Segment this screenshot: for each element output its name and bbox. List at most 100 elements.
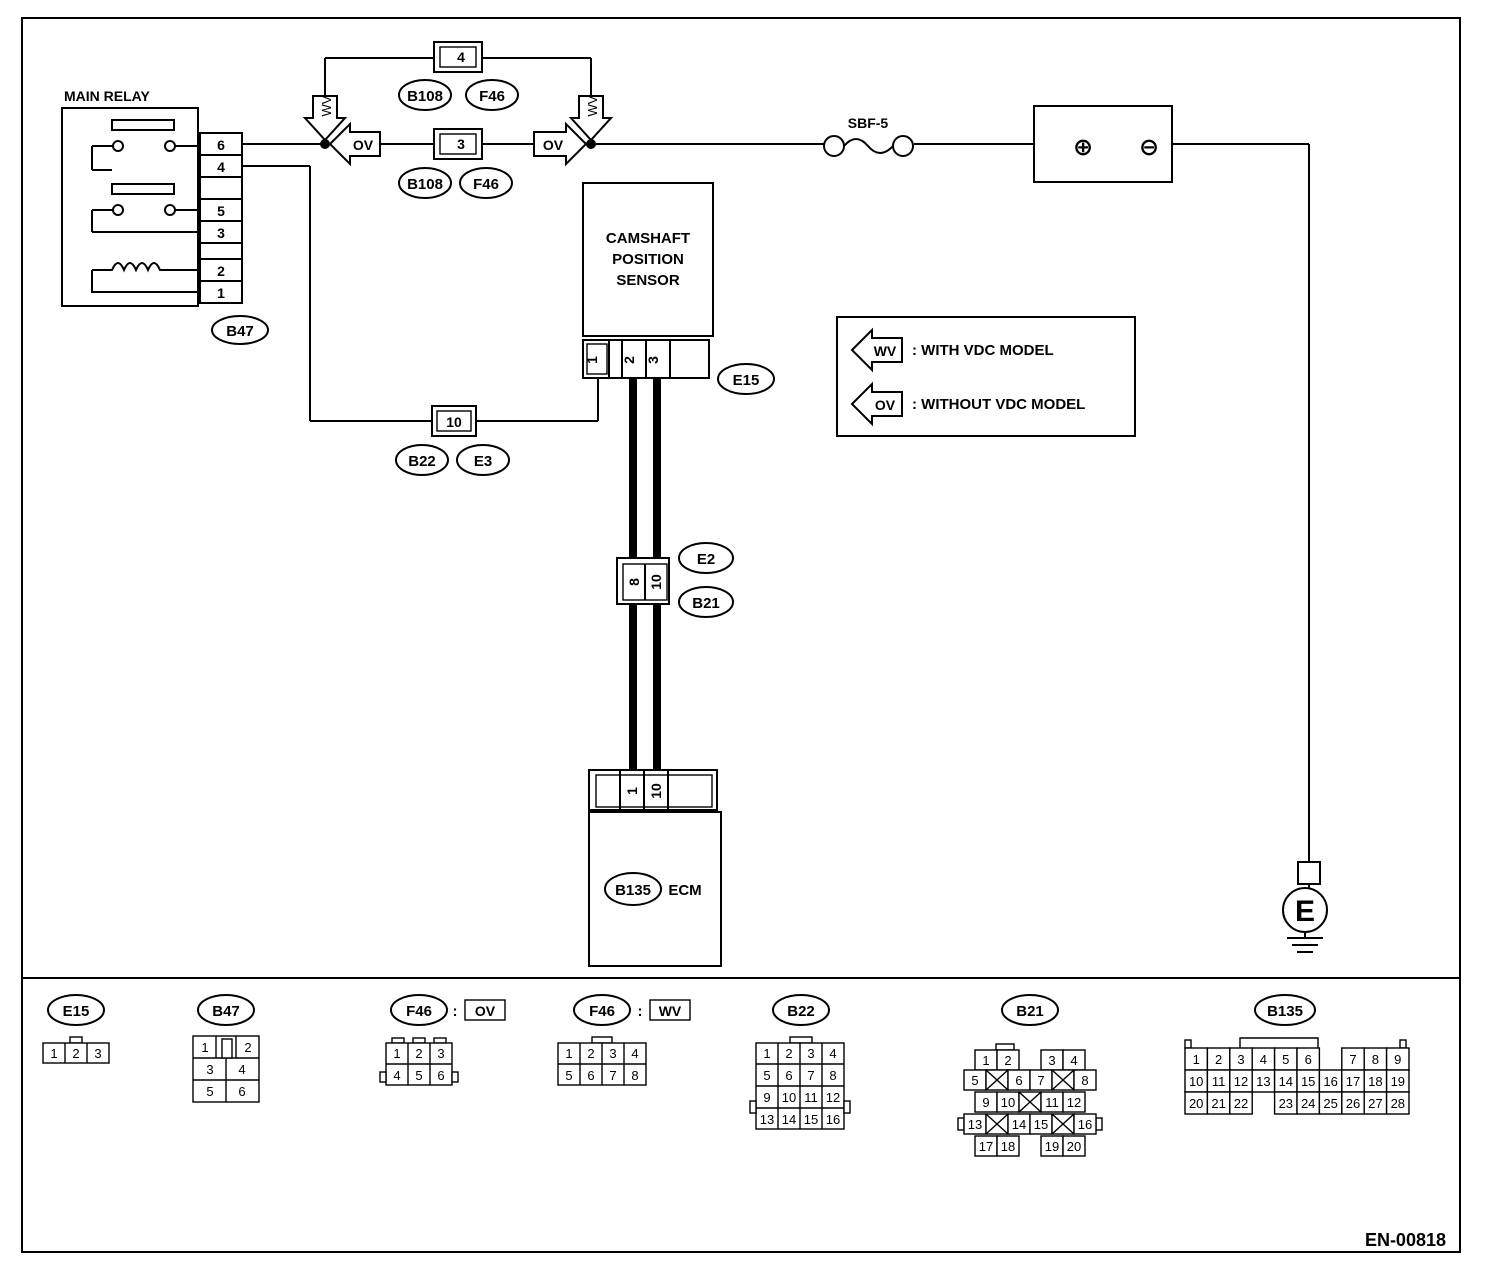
- power-wires: [242, 57, 1310, 862]
- connector-view-b47: B47 1 2 3 4 5 6: [192, 994, 260, 1103]
- wv-tag-left: WV: [319, 95, 334, 116]
- pin: 28: [1391, 1096, 1405, 1111]
- ecm-terminal-1: 1: [624, 787, 640, 795]
- pin: 17: [1346, 1074, 1360, 1089]
- shielded-harness: [629, 378, 661, 770]
- pin: 6: [437, 1068, 444, 1083]
- pin: 10: [782, 1090, 796, 1105]
- pin: 20: [1067, 1139, 1081, 1154]
- pin: 4: [1260, 1052, 1267, 1067]
- ov-arrow-right: OV: [533, 121, 588, 167]
- pin: 7: [609, 1068, 616, 1083]
- ecm-label: ECM: [668, 882, 701, 899]
- ov-tag-right: OV: [543, 137, 564, 153]
- ov-arrow-left: OV: [328, 121, 381, 167]
- pin: 1: [565, 1046, 572, 1061]
- legend-wv-tag: WV: [874, 343, 897, 359]
- relay-terminal-1: 1: [217, 285, 225, 301]
- joint-10-terminal: 10: [446, 414, 462, 430]
- main-relay: MAIN RELAY 6 4 5 3 2 1: [61, 88, 269, 345]
- pin: 16: [1078, 1117, 1092, 1132]
- pin: 8: [829, 1068, 836, 1083]
- connector-b135-title: B135: [1267, 1003, 1303, 1020]
- connector-f46-wv-tag: WV: [659, 1003, 682, 1019]
- sensor-terminal-3: 3: [645, 356, 661, 364]
- pin: 12: [826, 1090, 840, 1105]
- connector-view-f46-ov: F46 : OV 1 2 3 4 5 6: [379, 994, 506, 1086]
- svg-text::: :: [638, 1003, 643, 1020]
- pin: 20: [1189, 1096, 1203, 1111]
- pin: 26: [1346, 1096, 1360, 1111]
- pin: 4: [393, 1068, 400, 1083]
- pin: 5: [415, 1068, 422, 1083]
- pin: 25: [1323, 1096, 1337, 1111]
- relay-terminal-5: 5: [217, 203, 225, 219]
- pin: 1: [1193, 1052, 1200, 1067]
- sensor-terminal-2: 2: [621, 356, 637, 364]
- pin: 3: [1048, 1053, 1055, 1068]
- joint-4-badge-f46: F46: [479, 88, 505, 105]
- joint-e2-terminal-8: 8: [626, 578, 642, 586]
- joint-3-terminal: 3: [457, 136, 465, 152]
- wv-arrow-right: WV: [568, 95, 614, 142]
- joint-e2-badge: E2: [697, 551, 715, 568]
- pin: 1: [50, 1046, 57, 1061]
- main-relay-title: MAIN RELAY: [64, 88, 150, 104]
- pin: 8: [631, 1068, 638, 1083]
- pin: 6: [238, 1084, 245, 1099]
- pin: 13: [1256, 1074, 1270, 1089]
- figure-code: EN-00818: [1365, 1230, 1446, 1250]
- sensor-label-line1: CAMSHAFT: [606, 230, 690, 247]
- pin: 12: [1067, 1095, 1081, 1110]
- pin: 2: [244, 1040, 251, 1055]
- pin: 5: [763, 1068, 770, 1083]
- ground-label: E: [1295, 895, 1315, 928]
- pin: 6: [587, 1068, 594, 1083]
- joint-10-badge-e3: E3: [474, 453, 492, 470]
- pin: 3: [807, 1046, 814, 1061]
- battery-plus-icon: ⊕: [1073, 134, 1093, 161]
- pin: 4: [1070, 1053, 1077, 1068]
- ecm-connector-badge: B135: [615, 882, 651, 899]
- legend-ov-tag: OV: [875, 397, 896, 413]
- connector-view-f46-wv: F46 : WV 1 2 3 4 5 6 7 8: [557, 994, 691, 1086]
- pin: 4: [238, 1062, 245, 1077]
- pin: 1: [393, 1046, 400, 1061]
- pin: 2: [785, 1046, 792, 1061]
- pin: 5: [206, 1084, 213, 1099]
- relay-terminal-4: 4: [217, 159, 225, 175]
- fuse-label: SBF-5: [848, 115, 889, 131]
- pin: 5: [565, 1068, 572, 1083]
- pin: 6: [785, 1068, 792, 1083]
- connector-b22-title: B22: [787, 1003, 815, 1020]
- pin: 1: [982, 1053, 989, 1068]
- pin: 11: [1212, 1074, 1226, 1089]
- ecm-terminal-10: 10: [648, 783, 664, 799]
- pin: 6: [1305, 1052, 1312, 1067]
- pin: 1: [201, 1040, 208, 1055]
- joint-b21-badge: B21: [692, 595, 720, 612]
- pin: 15: [1301, 1074, 1315, 1089]
- pin: 9: [1394, 1052, 1401, 1067]
- pin: 1: [763, 1046, 770, 1061]
- pin: 9: [982, 1095, 989, 1110]
- relay-terminal-2: 2: [217, 263, 225, 279]
- pin: 9: [763, 1090, 770, 1105]
- ov-tag-left: OV: [353, 137, 374, 153]
- pin: 2: [415, 1046, 422, 1061]
- battery: ⊕ ⊖: [1033, 105, 1173, 183]
- wv-arrow-left: WV: [302, 95, 348, 142]
- pin: 3: [206, 1062, 213, 1077]
- relay-terminal-3: 3: [217, 225, 225, 241]
- pin: 3: [609, 1046, 616, 1061]
- joint-e2-b21: 8 10 E2 B21: [616, 542, 734, 618]
- relay-connector-badge: B47: [226, 323, 254, 340]
- pin: 4: [631, 1046, 638, 1061]
- pin: 23: [1279, 1096, 1293, 1111]
- pin: 3: [1237, 1052, 1244, 1067]
- pin: 12: [1234, 1074, 1248, 1089]
- diagram-frame: [21, 17, 1461, 1253]
